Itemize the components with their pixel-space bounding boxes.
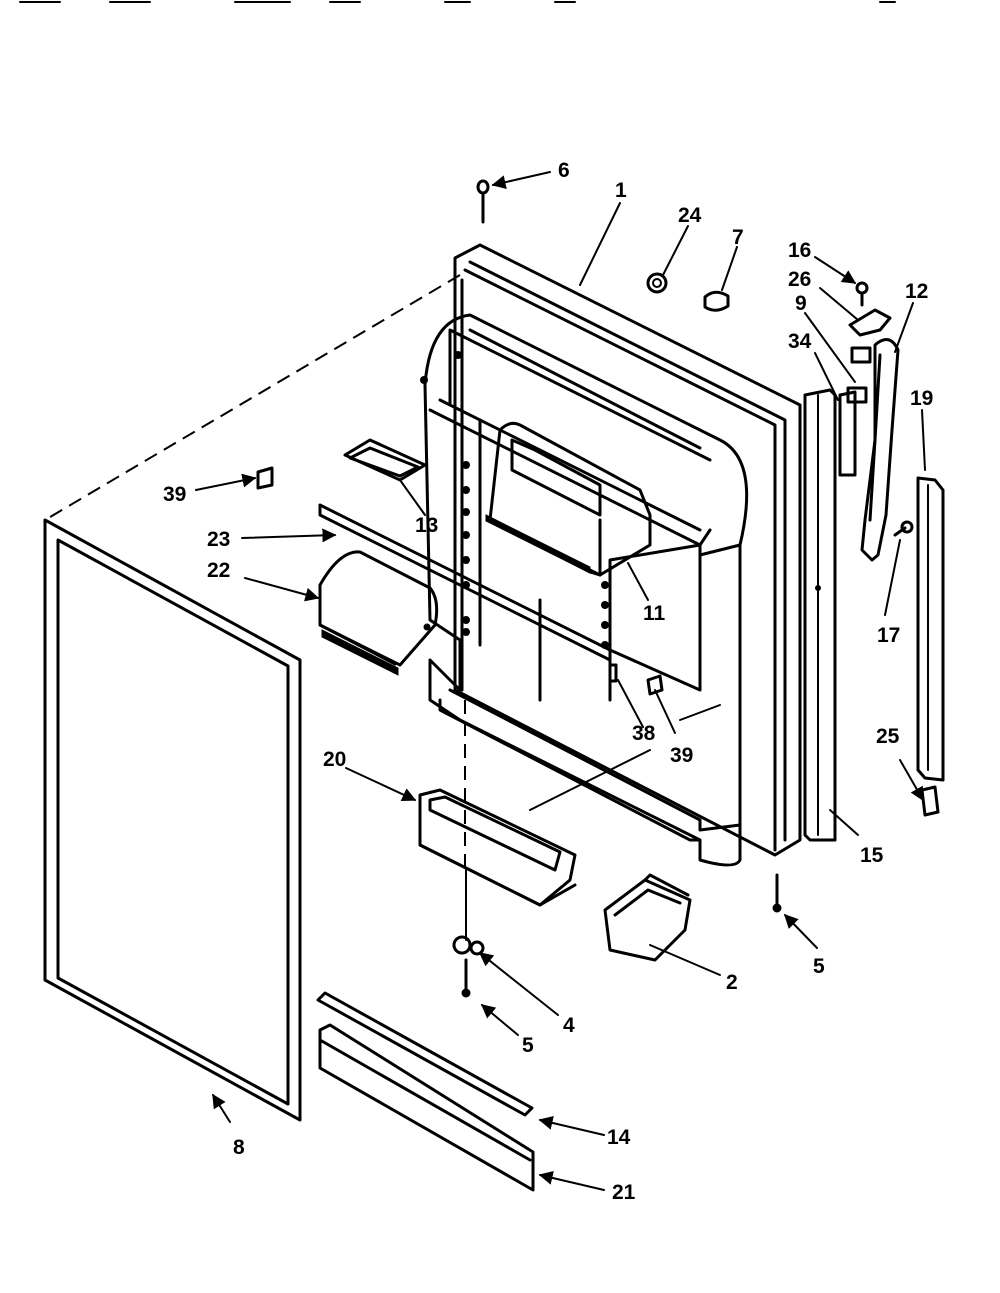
screw-38	[608, 663, 618, 683]
label-21: 21	[612, 1181, 636, 1204]
label-12: 12	[905, 280, 928, 303]
shelf-bar	[318, 503, 612, 662]
label-17: 17	[877, 624, 900, 647]
label-5-right: 5	[813, 955, 825, 978]
label-23: 23	[207, 528, 230, 551]
label-9: 9	[795, 292, 807, 315]
label-6: 6	[558, 159, 570, 182]
label-16: 16	[788, 239, 811, 262]
clip-39-left	[256, 466, 274, 490]
label-39-left: 39	[163, 483, 186, 506]
side-rail-19	[916, 476, 945, 782]
hinge-plate-26	[848, 308, 892, 337]
label-13: 13	[415, 514, 438, 537]
label-20: 20	[323, 748, 346, 771]
label-4: 4	[563, 1014, 575, 1037]
label-38: 38	[632, 722, 656, 745]
hinge-pins-9	[846, 346, 872, 404]
label-26: 26	[788, 268, 811, 291]
screw-lower-right	[772, 873, 782, 913]
label-1: 1	[615, 179, 627, 202]
screw-17	[893, 520, 914, 537]
clip-25	[920, 785, 940, 817]
hinge-handle	[860, 338, 900, 562]
label-2: 2	[726, 971, 738, 994]
label-25: 25	[876, 725, 900, 748]
trim-strip	[803, 388, 837, 842]
screw-top	[476, 179, 490, 224]
leader-lines	[195, 171, 926, 1191]
label-5-left: 5	[522, 1034, 534, 1057]
plug-24	[646, 272, 668, 294]
door-bin	[418, 749, 651, 907]
clip-39-right	[646, 674, 664, 696]
spacer-34	[838, 390, 857, 477]
label-34: 34	[788, 330, 812, 353]
door-gasket	[43, 518, 302, 1122]
label-15: 15	[860, 844, 884, 867]
button-7	[703, 290, 730, 312]
dairy-compartment	[485, 421, 652, 577]
door-liner	[423, 313, 749, 867]
door-panel	[453, 243, 802, 857]
kick-panel-21	[318, 1023, 535, 1192]
screw-16	[855, 281, 869, 307]
bracket	[603, 873, 692, 962]
label-19: 19	[910, 387, 933, 410]
label-39-right: 39	[670, 744, 693, 767]
butter-door	[318, 550, 439, 676]
small-plate	[343, 438, 427, 482]
label-24: 24	[678, 204, 702, 227]
label-22: 22	[207, 559, 230, 582]
label-7: 7	[732, 226, 744, 249]
kick-strip-14	[316, 991, 534, 1117]
screw-lower-left	[461, 958, 471, 998]
hinge-cam	[452, 869, 485, 956]
label-11: 11	[643, 602, 666, 625]
label-14: 14	[607, 1126, 631, 1149]
label-8: 8	[233, 1136, 245, 1159]
